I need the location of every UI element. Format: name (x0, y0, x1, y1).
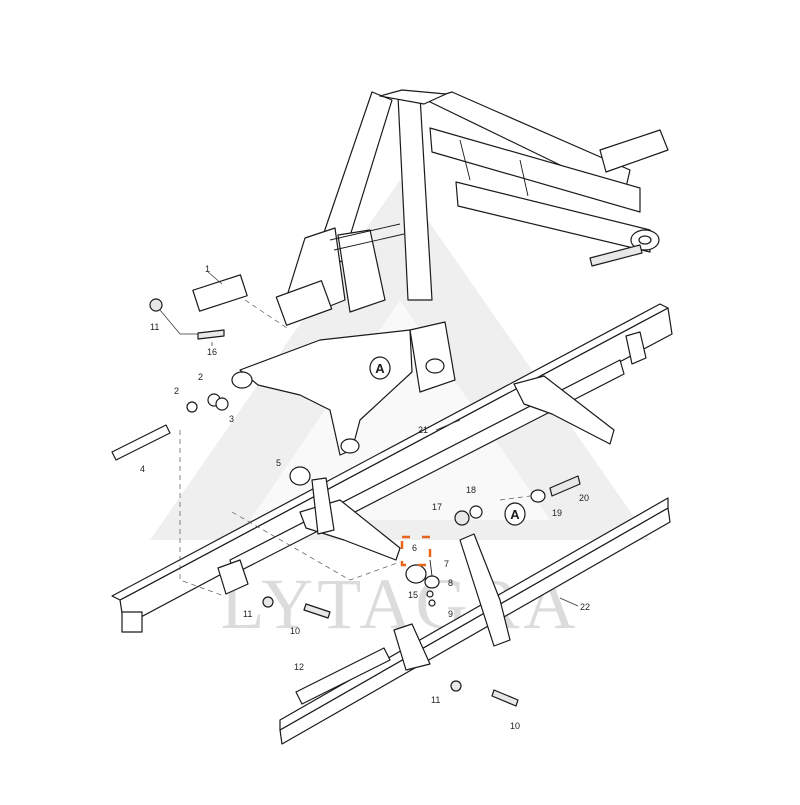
callout-15[interactable]: 15 (408, 590, 418, 600)
rod-4 (111, 424, 171, 461)
frame-slot-plate (275, 280, 333, 326)
leader-1 (207, 271, 223, 285)
callout-9[interactable]: 9 (448, 609, 453, 619)
part-11-nut-upper (149, 298, 163, 312)
frame-cross-bar (429, 127, 641, 213)
rods (111, 424, 391, 705)
part-7-pin (429, 559, 433, 577)
frame-right-boss-inner (638, 235, 652, 245)
callout-19[interactable]: 19 (552, 508, 562, 518)
part-10-bolt-middle (303, 603, 331, 619)
part-3-ring (215, 397, 229, 411)
part-16-bolt (197, 329, 225, 340)
marker-a-label: A (510, 507, 520, 522)
dashed-rod-4 (179, 430, 225, 597)
part-17-nut (454, 510, 470, 526)
part-10-bolt-lower (491, 689, 519, 707)
bracket-right-tab (625, 331, 647, 365)
marker-a-label: A (375, 361, 385, 376)
part-8-bush (424, 575, 440, 589)
part-19-bush (530, 489, 546, 503)
callout-21[interactable]: 21 (418, 425, 428, 435)
callout-2[interactable]: 2 (174, 386, 179, 396)
beam-brackets (217, 331, 647, 671)
dashed-plate-to-frame (244, 299, 291, 331)
callout-8[interactable]: 8 (448, 578, 453, 588)
bracket-upper-right (513, 375, 615, 445)
callout-3[interactable]: 3 (229, 414, 234, 424)
bracket-left-tab (217, 559, 249, 595)
part-9-clip (428, 599, 436, 607)
part-18-washer (469, 505, 483, 519)
callout-12[interactable]: 12 (294, 662, 304, 672)
frame-lower-bar (455, 181, 651, 253)
callout-1[interactable]: 1 (205, 264, 210, 274)
callout-6[interactable]: 6 (412, 543, 417, 553)
detail-marker-a-upper: A (369, 356, 391, 380)
part-1-plate (192, 274, 248, 312)
part-11-nut-lower (450, 680, 462, 692)
pivot-plate-assembly (231, 321, 456, 456)
pivot-bush-lower (340, 438, 360, 454)
callout-11[interactable]: 11 (243, 609, 252, 619)
callout-20[interactable]: 20 (579, 493, 589, 503)
watermark-triangle-inner (250, 300, 550, 520)
highlight-frame-6 (400, 535, 432, 567)
callout-10[interactable]: 10 (510, 721, 520, 731)
detail-marker-a-lower: A (504, 502, 526, 526)
leader-21 (435, 419, 461, 431)
part-6-roller (405, 564, 427, 584)
callout-18[interactable]: 18 (466, 485, 476, 495)
callout-11[interactable]: 11 (431, 695, 440, 705)
rod-12 (295, 647, 391, 705)
callout-10[interactable]: 10 (290, 626, 300, 636)
callout-2[interactable]: 2 (198, 372, 203, 382)
frame-top-cap (379, 89, 447, 105)
bracket-lower-plate (459, 533, 511, 647)
beam-22-top (279, 497, 669, 731)
frame-vertical-post (337, 229, 386, 313)
beam-21-top (111, 303, 669, 601)
frame-right-tube (599, 129, 669, 173)
part-15-washer (426, 590, 434, 598)
pivot-right-lug (409, 321, 456, 393)
part-2-washer-a (186, 401, 198, 413)
pivot-bush-upper (231, 371, 253, 389)
main-frame (275, 89, 669, 326)
callout-5[interactable]: 5 (276, 458, 281, 468)
hardware (149, 274, 581, 707)
dashed-bracket (231, 511, 401, 581)
callout-4[interactable]: 4 (140, 464, 145, 474)
callout-16[interactable]: 16 (207, 347, 217, 357)
leader-22 (559, 597, 579, 607)
bracket-lower-left (393, 623, 431, 671)
callout-11[interactable]: 11 (150, 322, 159, 332)
callout-22[interactable]: 22 (580, 602, 590, 612)
leader-lines (159, 271, 579, 607)
frame-detail-lines (329, 139, 529, 251)
bracket-center-post (311, 477, 335, 535)
part-5-bush (289, 466, 311, 486)
beam-21-end (121, 611, 143, 633)
pivot-right-eye (425, 358, 445, 374)
marker-a-circle (504, 502, 526, 526)
part-11-nut-middle (262, 596, 274, 608)
callout-17[interactable]: 17 (432, 502, 442, 512)
callouts: 1 2 2 3 4 5 6 7 8 9 10 10 11 11 11 12 15… (140, 264, 590, 731)
part-20-bolt (549, 475, 581, 497)
marker-a-circle (369, 356, 391, 380)
frame-left-tube (589, 244, 643, 267)
callout-7[interactable]: 7 (444, 559, 449, 569)
leader-11-upper (159, 309, 198, 335)
